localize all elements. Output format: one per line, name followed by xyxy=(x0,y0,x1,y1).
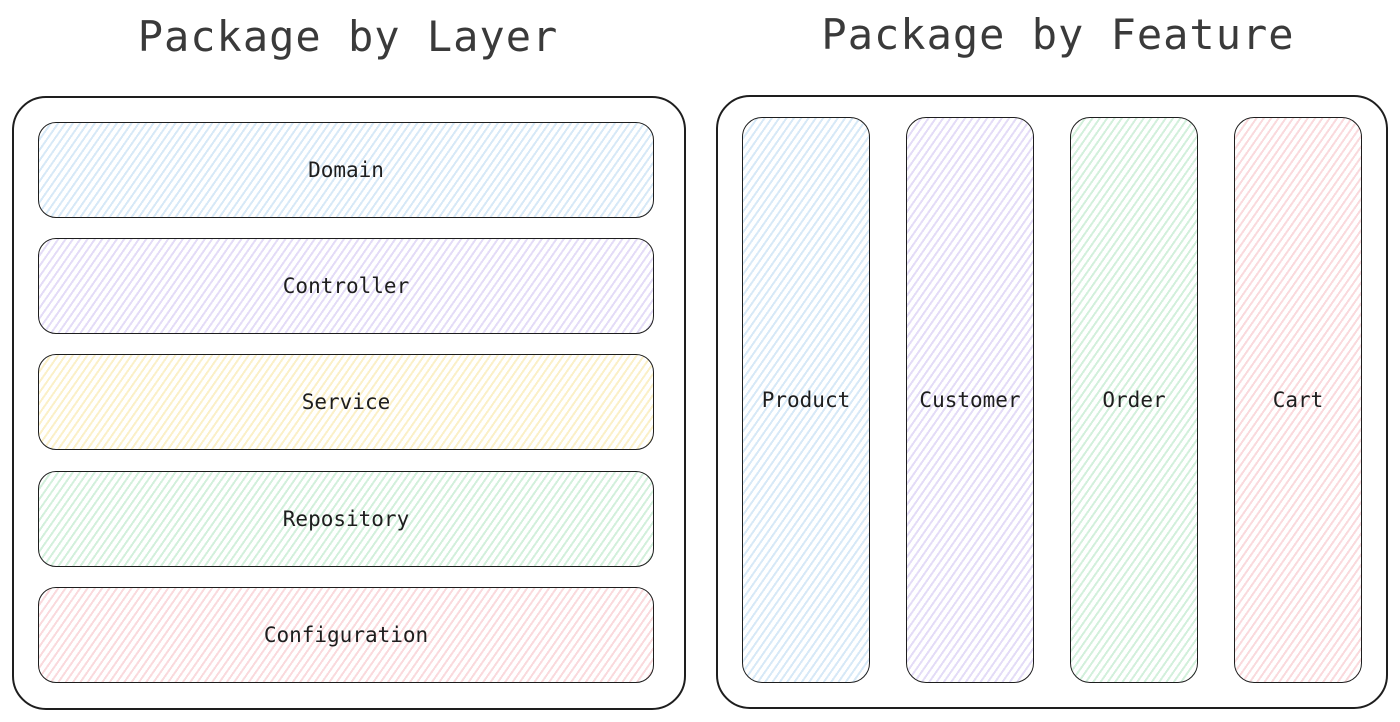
feature-product: Product xyxy=(742,117,870,683)
layer-repository: Repository xyxy=(38,471,654,567)
feature-cart: Cart xyxy=(1234,117,1362,683)
package-by-layer-panel: Domain Controller Service Repository Con… xyxy=(12,96,686,710)
feature-cart-label: Cart xyxy=(1272,388,1324,412)
feature-order-label: Order xyxy=(1102,388,1166,412)
layer-controller: Controller xyxy=(38,238,654,334)
layer-domain: Domain xyxy=(38,122,654,218)
layer-service-label: Service xyxy=(301,390,391,414)
feature-product-label: Product xyxy=(761,388,851,412)
layer-configuration: Configuration xyxy=(38,587,654,683)
feature-customer: Customer xyxy=(906,117,1034,683)
layer-configuration-label: Configuration xyxy=(263,623,429,647)
layer-repository-label: Repository xyxy=(282,507,410,531)
layer-domain-label: Domain xyxy=(308,158,384,182)
layer-controller-label: Controller xyxy=(282,274,410,298)
feature-order: Order xyxy=(1070,117,1198,683)
package-by-layer-title: Package by Layer xyxy=(137,12,559,61)
package-by-feature-panel: Product Customer Order Cart xyxy=(716,95,1388,709)
layer-service: Service xyxy=(38,354,654,450)
package-by-feature-title: Package by Feature xyxy=(821,10,1295,59)
feature-customer-label: Customer xyxy=(919,388,1021,412)
